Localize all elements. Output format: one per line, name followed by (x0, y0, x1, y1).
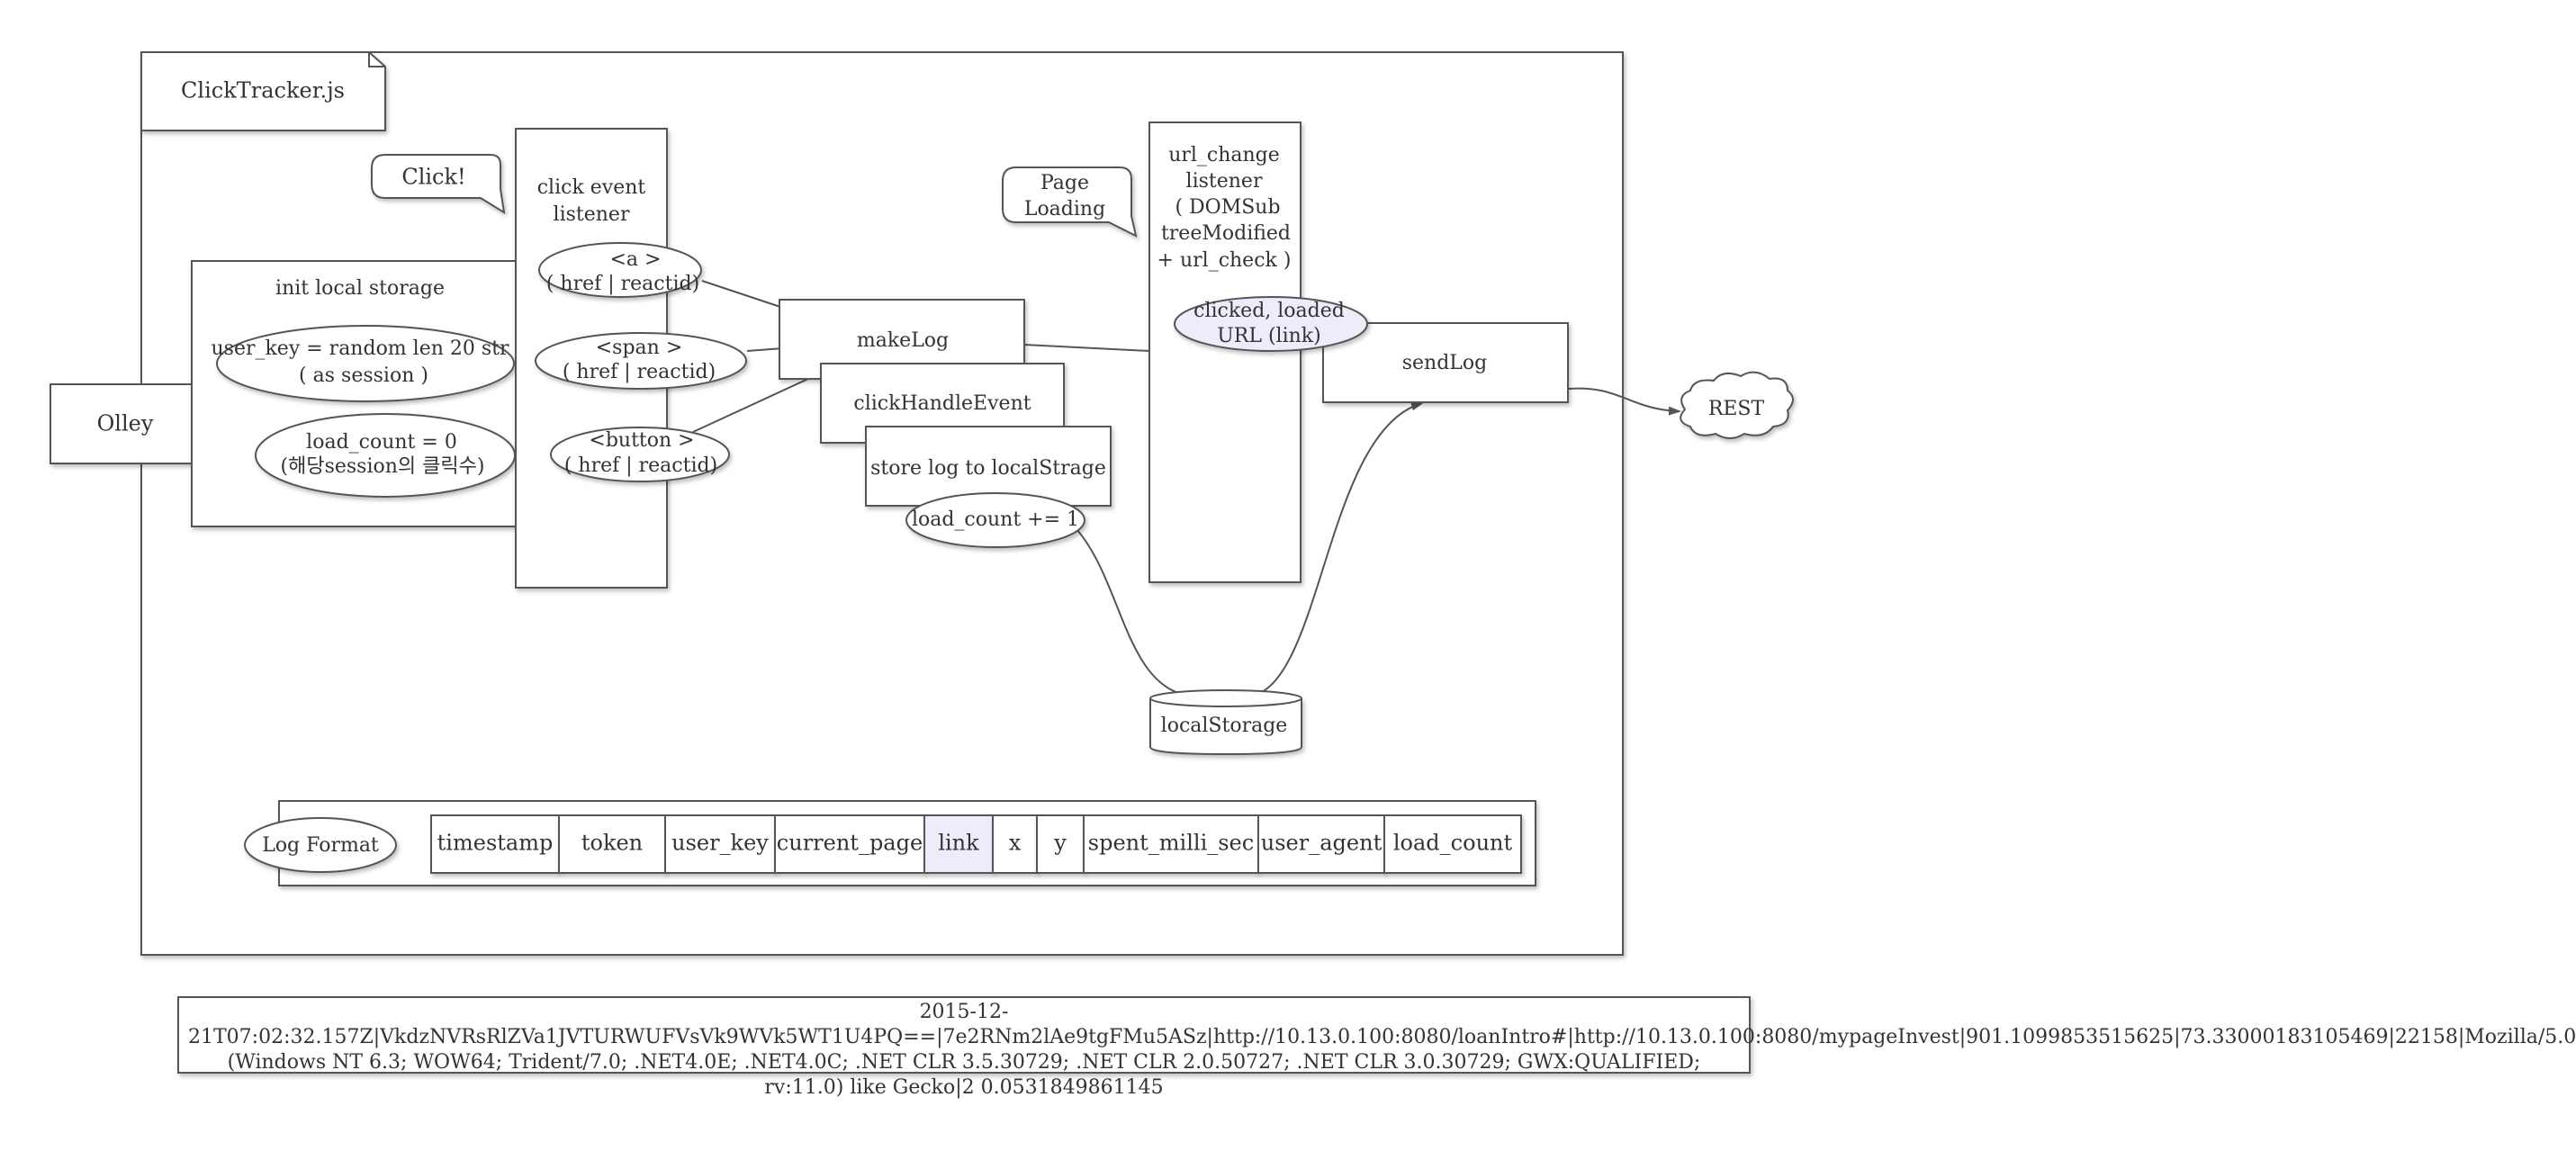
store-log-label: store log to localStrage (870, 457, 1106, 480)
url-change-listener-box: url_change listener ( DOMSub treeModifie… (1148, 121, 1302, 583)
user-key-line2: ( as session ) (299, 364, 428, 387)
edge-button-to-makelog (692, 377, 811, 433)
clicked-url-line2: URL (link) (1217, 325, 1320, 347)
field-cell-timestamp (430, 814, 560, 874)
field-cell-link (923, 814, 994, 874)
architecture-diagram: ClickTracker.js Olley init local storage… (50, 51, 1794, 956)
url-listener-title1: url_change (1168, 144, 1280, 166)
log-format-fields: timestamp token user_key current_page link x y… (430, 814, 1522, 874)
page-loading-line1: Page (1040, 172, 1089, 194)
click-handle-event-label: clickHandleEvent (853, 392, 1031, 415)
url-listener-title4: treeModified (1161, 222, 1291, 245)
field-label-x: x (1009, 831, 1022, 856)
init-local-storage-box: init local storage user_key = random len… (191, 260, 520, 527)
field-cell-y (1036, 814, 1085, 874)
click-listener-box: click event listener <a > ( href | react… (515, 128, 747, 589)
load-count-increment: load_count += 1 (905, 492, 1085, 548)
local-storage-label: localStorage (1161, 715, 1288, 737)
store-log-node: store log to localStrage (865, 426, 1112, 507)
log-format-label: Log Format (262, 834, 379, 857)
field-label-user-agent: user_agent (1261, 831, 1383, 856)
field-cell-user-agent (1257, 814, 1385, 874)
field-label-load-count: load_count (1393, 831, 1513, 856)
field-label-spent-milli-sec: spent_milli_sec (1088, 831, 1254, 856)
url-listener-title2: listener (1186, 170, 1263, 193)
local-storage-cylinder: localStorage (1149, 689, 1302, 756)
edge-makelog-to-urllistener (1023, 344, 1150, 352)
field-label-link: link (938, 831, 979, 856)
a-tag-line2: ( href | reactid) (546, 273, 699, 295)
clicked-url-line1: clicked, loaded (1193, 300, 1345, 322)
field-cell-user-key (664, 814, 776, 874)
user-key-ellipse (216, 325, 515, 402)
load-count-line1: load_count = 0 (306, 431, 457, 454)
edge-span-to-makelog (746, 347, 784, 352)
clicked-url-ellipse: clicked, loaded URL (link) (1174, 296, 1368, 352)
olley-label: Olley (97, 411, 154, 436)
click-speech-bubble: Click! (371, 154, 506, 214)
sample-log-entry: 2015-12-21T07:02:32.157Z|VkdzNVRsRlZVa1J… (177, 996, 2576, 1099)
edge-loadcount-to-localstorage (1076, 528, 1202, 702)
field-cell-load-count (1383, 814, 1522, 874)
init-storage-title: init local storage (275, 277, 445, 300)
field-cell-current-page (774, 814, 925, 874)
field-cell-x (992, 814, 1038, 874)
span-tag-line2: ( href | reactid) (563, 361, 716, 383)
load-count-line2: (해당session의 클릭수) (281, 455, 485, 478)
button-tag-line2: ( href | reactid) (564, 454, 717, 477)
span-tag-line1: <span > (596, 337, 683, 359)
load-count-inc-label: load_count += 1 (912, 508, 1079, 531)
button-tag-line1: <button > (589, 429, 694, 452)
span-tag-ellipse (535, 332, 747, 390)
sendlog-label: sendLog (1402, 352, 1488, 374)
log-format-ellipse (244, 817, 397, 873)
field-label-timestamp: timestamp (437, 831, 554, 856)
clicktracker-file-note: ClickTracker.js (140, 51, 386, 131)
rest-cloud: REST (1680, 371, 1794, 439)
rest-label: REST (1708, 398, 1765, 420)
field-label-current-page: current_page (777, 831, 923, 856)
edge-a-to-makelog (701, 280, 784, 309)
click-listener-title1: click event (537, 176, 646, 199)
user-key-line1: user_key = random len 20 str (211, 337, 509, 360)
click-bubble-text: Click! (401, 165, 465, 190)
a-tag-line1: <a > (610, 248, 662, 271)
url-listener-title3: ( DOMSub (1175, 196, 1280, 219)
makelog-label: makeLog (857, 329, 949, 352)
page-loading-line2: Loading (1024, 198, 1105, 220)
page-loading-speech-bubble: Page Loading (1002, 166, 1138, 238)
field-label-y: y (1053, 831, 1067, 856)
file-label: ClickTracker.js (181, 78, 345, 103)
button-tag-ellipse (550, 427, 730, 482)
url-listener-title5: + url_check ) (1157, 249, 1292, 272)
edge-sendlog-to-rest (1568, 387, 1681, 416)
olley-node: Olley (50, 383, 195, 464)
sendlog-node: sendLog (1322, 322, 1569, 403)
log-format-panel: Log Format timestamp token user_key current… (244, 800, 1536, 886)
edge-localstorage-to-sendlog (1246, 401, 1424, 697)
field-label-user-key: user_key (671, 831, 769, 856)
field-label-token: token (581, 831, 643, 856)
a-tag-ellipse (538, 242, 702, 298)
click-listener-title2: listener (554, 203, 630, 226)
